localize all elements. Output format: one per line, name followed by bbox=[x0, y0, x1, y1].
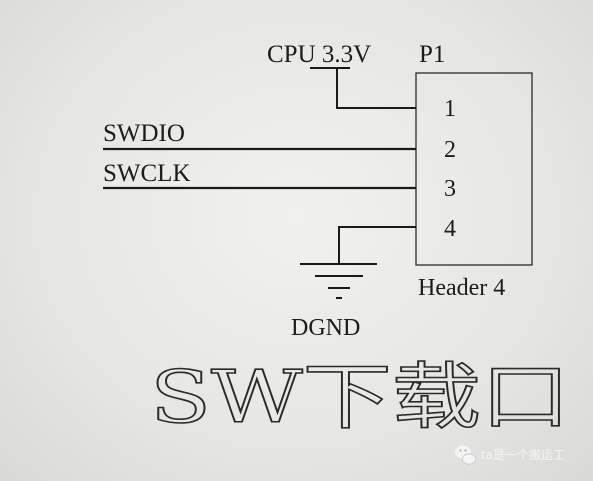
power-label: CPU 3.3V bbox=[267, 41, 371, 68]
pin-3-label: 3 bbox=[444, 176, 456, 202]
caption-text: SW下载口 bbox=[150, 355, 570, 439]
pin-1-label: 1 bbox=[444, 96, 456, 122]
net-label-swclk: SWCLK bbox=[103, 160, 191, 187]
power-wire bbox=[336, 68, 416, 109]
net-label-swdio: SWDIO bbox=[103, 120, 185, 147]
wechat-logo-icon bbox=[455, 445, 476, 465]
pin-2-label: 2 bbox=[444, 137, 456, 163]
pin-4-label: 4 bbox=[444, 216, 456, 242]
component-ref: P1 bbox=[419, 41, 445, 68]
watermark: ta是一个搬运工 bbox=[455, 445, 565, 465]
header-body bbox=[415, 72, 533, 266]
component-name: Header 4 bbox=[418, 275, 505, 301]
watermark-text: ta是一个搬运工 bbox=[481, 447, 565, 462]
ground-label: DGND bbox=[291, 315, 360, 341]
ground-symbol bbox=[300, 263, 377, 299]
ground-wire bbox=[338, 226, 416, 263]
